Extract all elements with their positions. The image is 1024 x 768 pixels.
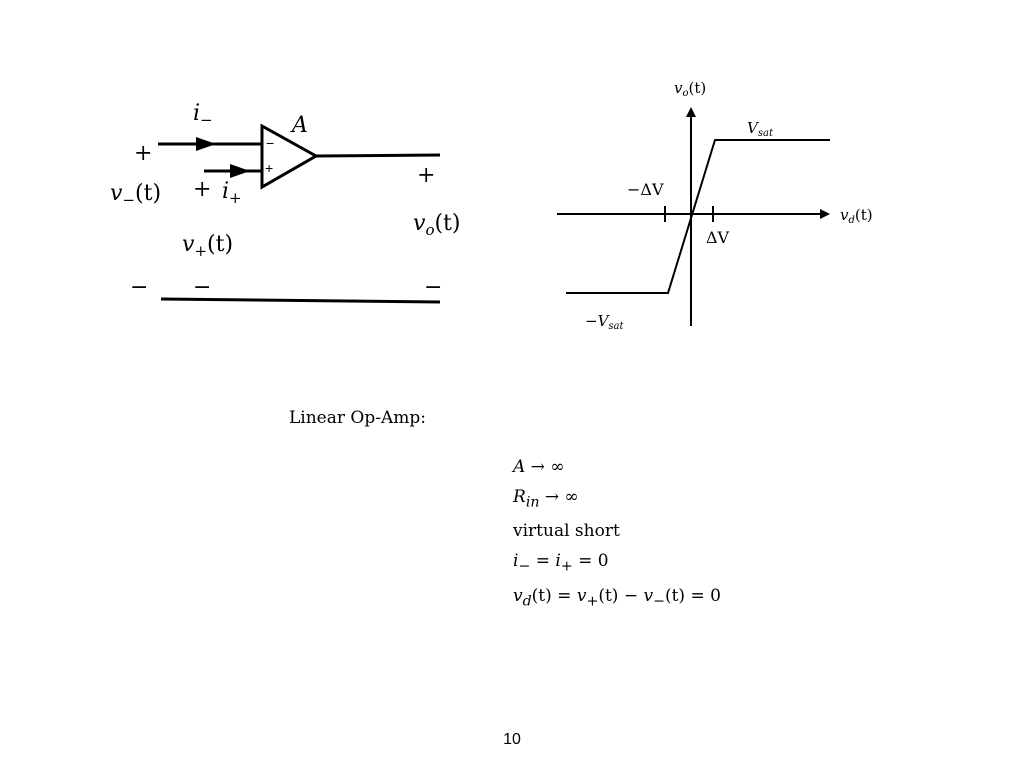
ideal-opamp-conditions: A → ∞ Rin → ∞ virtual short i− = i+ = 0 … (513, 453, 721, 617)
transfer-characteristic: vo(t) vd(t) Vsat −Vsat −ΔV ΔV (557, 79, 873, 332)
output-plus-sign: + (417, 163, 435, 188)
i-plus-arrow (230, 164, 250, 178)
infinite-input-resistance-condition: Rin → ∞ (513, 486, 579, 510)
inverting-marker: − (266, 135, 274, 151)
virtual-short-condition: virtual short (513, 521, 620, 542)
ground-wire (160, 297, 441, 304)
left-minus-sign: − (130, 275, 148, 300)
v-minus-label: v−(t) (110, 181, 161, 209)
page-number: 10 (503, 731, 521, 748)
transfer-curve (566, 139, 830, 294)
i-minus-arrow (196, 137, 216, 151)
delta-v-label: ΔV (706, 228, 730, 247)
section-heading: Linear Op-Amp: (289, 408, 426, 428)
opamp-circuit: − + A i− + v−(t) + i+ v+(t) + vo(t) − − … (110, 101, 460, 304)
i-minus-label: i− (193, 101, 213, 129)
output-wire (315, 153, 441, 158)
differential-voltage-condition: vd(t) = v+(t) − v−(t) = 0 (513, 585, 721, 610)
v-sat-label: Vsat (747, 119, 774, 139)
i-plus-label: i+ (222, 179, 242, 207)
inner-minus-sign: − (193, 275, 211, 300)
v-plus-label: v+(t) (182, 232, 233, 260)
v-out-label: vo(t) (413, 211, 460, 239)
infinite-gain-condition: A → ∞ (513, 457, 565, 477)
y-axis-label: vo(t) (674, 79, 706, 99)
noninverting-marker: + (265, 160, 273, 176)
zero-input-current-condition: i− = i+ = 0 (513, 550, 609, 575)
neg-v-sat-label: −Vsat (585, 312, 625, 332)
gain-label: A (290, 113, 308, 138)
output-minus-sign: − (424, 275, 442, 300)
opamp-triangle (260, 123, 320, 190)
input-plus-sign: + (134, 141, 152, 166)
plus-input-sign: + (193, 177, 211, 202)
x-axis-label: vd(t) (840, 206, 873, 226)
neg-delta-v-label: −ΔV (627, 180, 664, 199)
